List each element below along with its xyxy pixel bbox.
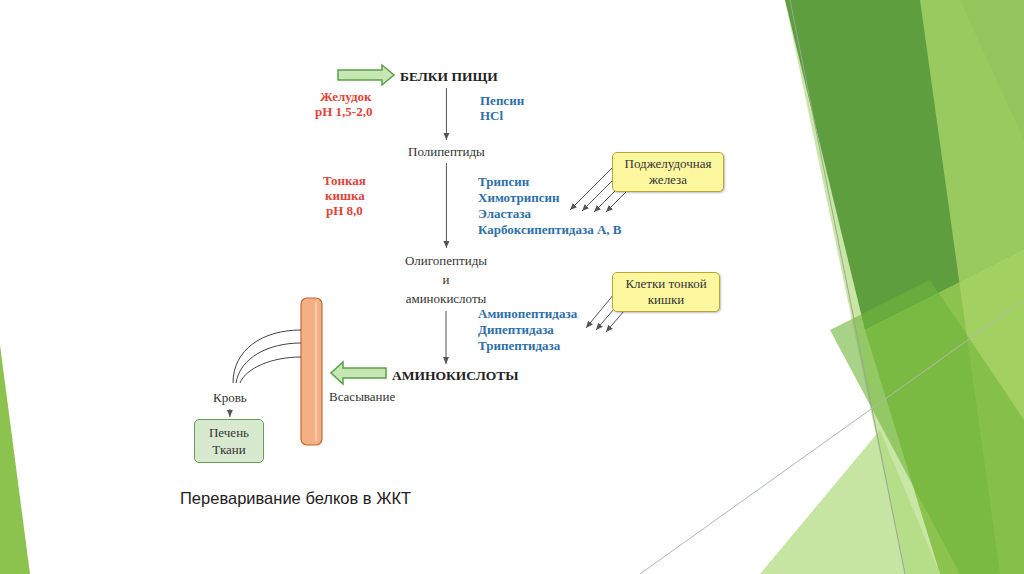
node-text: БЕЛКИ ПИЩИ xyxy=(400,68,498,85)
flow-arrow xyxy=(229,409,230,417)
organ-name: Желудок xyxy=(320,89,372,104)
source-box: Поджелудочная железа xyxy=(612,152,724,192)
node-text: АМИНОКИСЛОТЫ xyxy=(392,367,519,384)
organ-box: Печень Ткани xyxy=(194,419,264,463)
ph-value: pH 1,5-2,0 xyxy=(315,104,372,119)
node-text: Кровь xyxy=(213,389,247,406)
enzyme-name: HCl xyxy=(480,108,503,123)
input-arrow xyxy=(338,65,394,85)
blood-arc xyxy=(240,357,301,383)
tube-highlight xyxy=(315,302,317,441)
deco-shape xyxy=(785,0,1024,574)
enzyme-name: Трипсин xyxy=(478,174,529,189)
source-box: Клетки тонкой кишки xyxy=(612,272,720,312)
blood-arc xyxy=(236,343,301,383)
blood-arc xyxy=(233,330,301,383)
node-text: Поджелудочная железа xyxy=(618,156,718,188)
absorption-arrow xyxy=(331,362,386,384)
organ-name: Тонкая xyxy=(323,173,366,188)
flow-arrow xyxy=(446,88,447,140)
stage-label: БЕЛКИ ПИЩИ xyxy=(398,67,500,86)
node-text: Клетки тонкой кишки xyxy=(618,276,714,308)
node-text: Полипептиды xyxy=(408,143,485,160)
node-text: Печень Ткани xyxy=(200,424,258,458)
enzyme-name: Пепсин xyxy=(480,93,524,108)
stage-label: АМИНОКИСЛОТЫ xyxy=(390,366,521,385)
slide-caption: Переваривание белков в ЖКТ xyxy=(180,489,411,508)
stage-label: Полипептиды xyxy=(406,142,487,161)
deco-line xyxy=(790,0,905,574)
enzyme-name: Химотрипсин xyxy=(478,190,559,205)
stage-label: Олигопептиды и аминокислоты xyxy=(400,250,492,309)
deco-shape xyxy=(760,430,940,574)
ph-value: pH 8,0 xyxy=(326,203,363,218)
enzyme-name: Дипептидаза xyxy=(478,322,554,337)
deco-shape xyxy=(0,345,30,574)
intestine-tube xyxy=(301,298,322,445)
node-text: Олигопептиды и аминокислоты xyxy=(402,251,490,308)
process-label: Всасывание xyxy=(329,389,395,404)
flow-arrow xyxy=(446,311,447,364)
deco-line xyxy=(640,300,1024,574)
enzyme-name: Эластаза xyxy=(478,206,531,221)
flow-arrow xyxy=(446,163,447,248)
enzyme-name: Карбоксипептидаза А, В xyxy=(478,222,621,237)
blood-label: Кровь xyxy=(211,388,249,407)
enzyme-name: Трипептидаза xyxy=(478,338,560,353)
enzyme-name: Аминопептидаза xyxy=(478,306,577,321)
organ-name: кишка xyxy=(325,188,365,203)
